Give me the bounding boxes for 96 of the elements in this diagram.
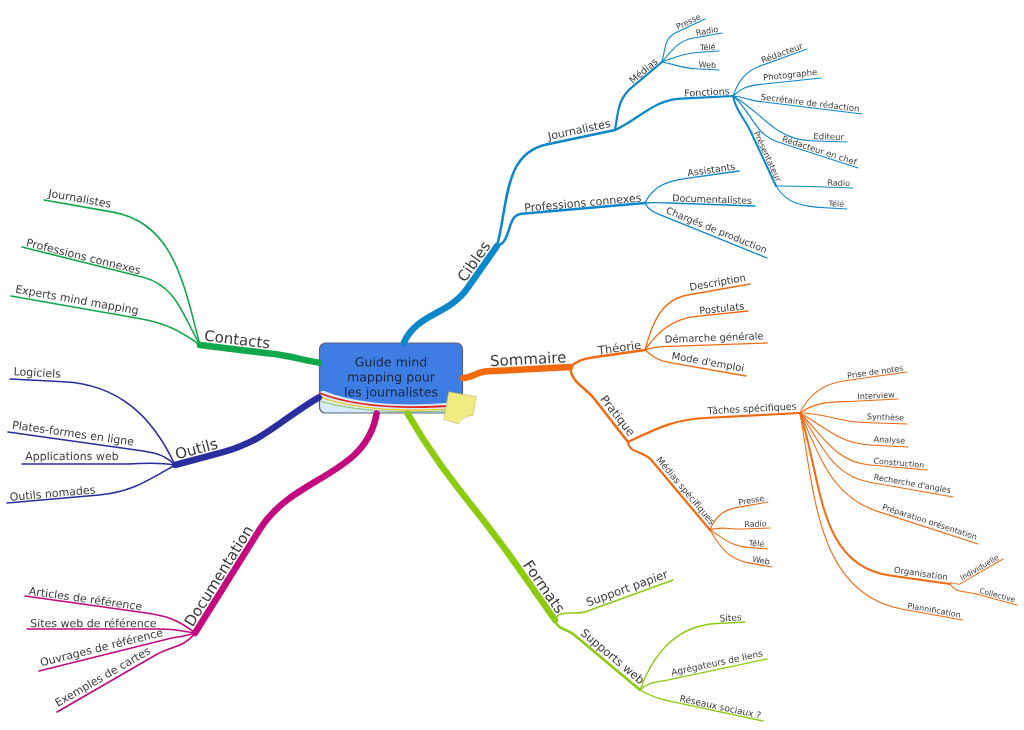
topic-label: Sites [720, 614, 742, 622]
topic-label: Radio [696, 26, 718, 36]
topic-label: Construction [873, 457, 924, 468]
branch-line [554, 579, 674, 621]
branch-line [644, 202, 768, 259]
topic-label: Organisation [894, 566, 948, 580]
branch-line [661, 32, 723, 63]
branch-line [799, 371, 908, 414]
topic-label: Secrétaire de rédaction [761, 93, 859, 112]
branch-line [732, 95, 859, 169]
branch-line [6, 464, 176, 504]
topic-label: Interview [858, 391, 895, 400]
branch-line [613, 60, 664, 132]
branch-line [709, 501, 769, 531]
branch-line [613, 94, 735, 132]
branch-line [639, 658, 768, 691]
topic-label: Documentalistes [673, 194, 752, 205]
branch-line [644, 349, 747, 377]
branch-line [644, 342, 768, 351]
branch-line [626, 440, 712, 532]
topic-label: Radio [744, 520, 767, 528]
branch-line [709, 529, 768, 550]
branch-line [21, 246, 201, 346]
branch-line [949, 558, 1004, 585]
topic-label: Sommaire [490, 351, 566, 367]
branch-line [568, 348, 647, 369]
branch-line [56, 632, 196, 713]
topic-label: Réseaux sociaux ? [680, 695, 761, 719]
branch-line [191, 410, 380, 637]
branch-line [732, 95, 777, 187]
topic-label: Web [753, 555, 770, 565]
branch-line [732, 77, 822, 97]
topic-label: Applications web [25, 451, 119, 463]
branch-line [775, 185, 854, 189]
branch-line [9, 378, 176, 466]
branch-line [644, 283, 751, 351]
branch-line [949, 583, 1018, 606]
branch-line [644, 310, 749, 351]
branch-line [799, 412, 964, 621]
branch-line [38, 632, 196, 672]
branch-line [400, 242, 501, 346]
branch-line [639, 621, 746, 691]
branch-line [709, 527, 771, 531]
topic-label: Description [689, 275, 746, 291]
branch-line [661, 18, 706, 63]
topic-label: Mode d'emploi [672, 351, 744, 372]
topic-label: Tâches spécifiques [707, 403, 797, 415]
branch-line [644, 170, 740, 204]
topic-label: Logiciels [14, 367, 61, 379]
topic-label: Outils nomades [10, 486, 95, 501]
branch-line [775, 185, 848, 210]
topic-label: Assistants [687, 163, 735, 177]
branch-line [495, 128, 617, 248]
branch-line [799, 412, 909, 448]
branch-line [799, 412, 951, 585]
branch-line [24, 595, 196, 634]
topic-label: Articles de référence [28, 587, 142, 611]
branch-line [404, 410, 559, 624]
topic-label: Démarche générale [665, 331, 764, 343]
topic-label: Web [699, 61, 716, 68]
topic-label: Télé [828, 200, 844, 207]
branch-line [10, 295, 201, 346]
central-topic-box: Guide mind mapping pour les journalistes [318, 342, 464, 414]
branch-line [639, 689, 764, 722]
topic-label: Professions connexes [525, 195, 641, 212]
branch-line [196, 341, 323, 366]
branch-line [732, 48, 808, 97]
topic-label: Experts mind mapping [15, 284, 138, 316]
topic-label: Contacts [205, 330, 270, 349]
branch-line [459, 363, 574, 382]
topic-label: Synthèse [867, 413, 904, 422]
branch-line [644, 201, 756, 207]
branch-line [709, 529, 773, 568]
topic-label: Théorie [597, 341, 641, 355]
branch-line [171, 394, 323, 469]
branch-line [553, 618, 642, 692]
branch-line [626, 411, 802, 444]
branch-line [661, 61, 720, 71]
topic-label: Postulats [699, 303, 744, 315]
branch-line [661, 50, 720, 63]
branch-line [799, 412, 928, 471]
branch-line [799, 398, 899, 414]
topic-label: Recherche d'angles [874, 473, 951, 493]
topic-label: Télé [748, 539, 764, 547]
branch-line [799, 412, 908, 425]
branch-line [732, 95, 863, 115]
topic-label: Prise de notes [847, 366, 904, 379]
topic-label: Outils [175, 439, 218, 459]
topic-label: Radio [828, 179, 850, 187]
topic-label: Télé [699, 43, 716, 51]
topic-label: Presse [738, 496, 764, 506]
topic-label: Sites web de référence [30, 618, 156, 628]
topic-label: Photographe [763, 69, 817, 81]
branch-line [7, 431, 176, 466]
topic-label: Analyse [873, 436, 905, 445]
topic-label: Fonctions [685, 88, 730, 97]
